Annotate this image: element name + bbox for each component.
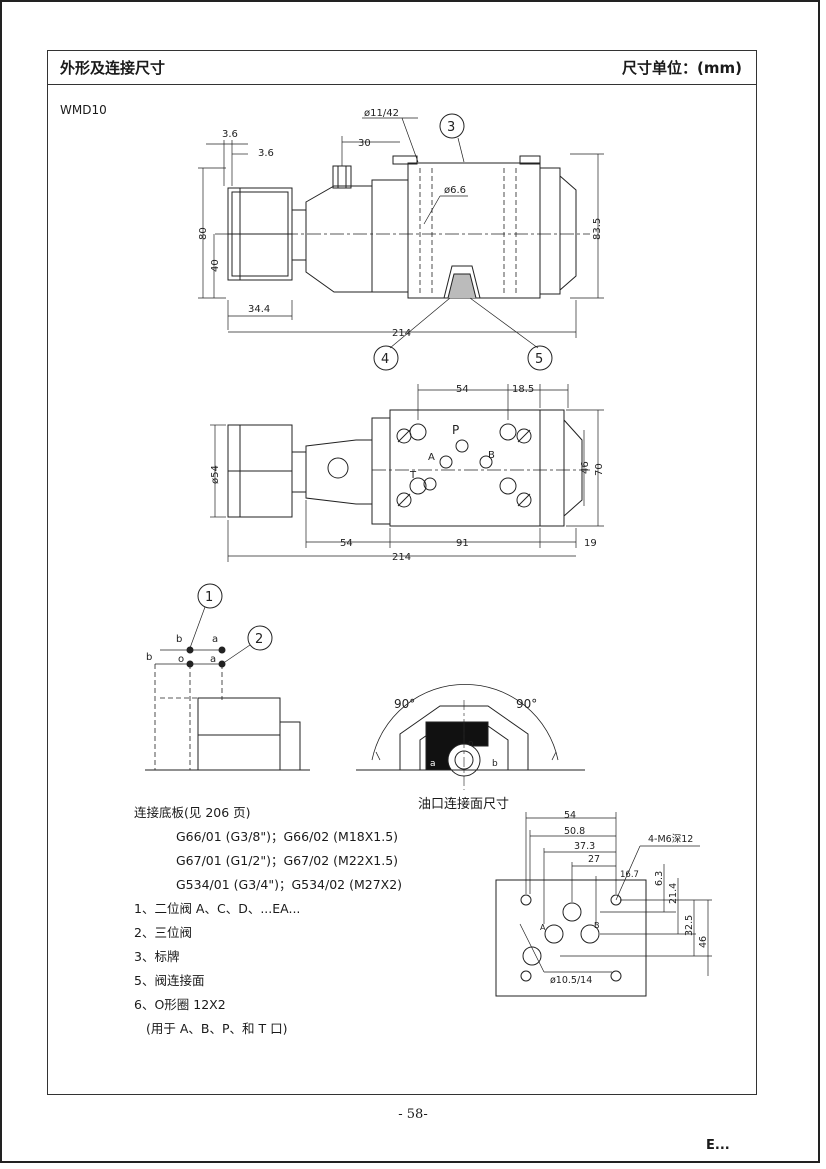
pf-port-a: A — [540, 923, 546, 932]
front-view: 3 4 5 3.6 3.6 ø11/42 30 ø6.6 80 40 83.5 … — [198, 108, 604, 371]
subplate-line-2: G67/01 (G1/2")；G67/02 (M22X1.5) — [176, 853, 399, 868]
dim-d11-42: ø11/42 — [364, 108, 399, 119]
dim-214-front: 214 — [392, 328, 411, 339]
dim-d6-6: ø6.6 — [444, 185, 466, 196]
callout-2: 2 — [255, 632, 263, 647]
subplate-title: 连接底板(见 206 页) — [134, 805, 251, 820]
notes-block: 连接底板(见 206 页) G66/01 (G3/8")；G66/02 (M18… — [134, 801, 402, 1041]
dim-54-bottom: 54 — [340, 538, 353, 549]
page-number: - 58- — [398, 1107, 428, 1122]
dim-19: 19 — [584, 538, 597, 549]
pf-dim-6-3: 6.3 — [654, 871, 665, 886]
callout-4: 4 — [381, 352, 389, 367]
dim-91: 91 — [456, 538, 469, 549]
port-face: 54 50.8 37.3 27 16.7 4-M6深12 6.3 21.4 32… — [495, 810, 712, 997]
dim-d54: ø54 — [210, 465, 221, 484]
port-b: B — [488, 450, 495, 461]
rot-label-a: a — [430, 759, 436, 769]
angle-right: 90° — [516, 697, 537, 711]
o-ring-note: (用于 A、B、P、和 T 口) — [146, 1021, 288, 1036]
pf-dim-50-8: 50.8 — [564, 826, 585, 837]
port-a: A — [428, 452, 435, 463]
dim-3-6-b: 3.6 — [258, 148, 274, 159]
footer-mark: E... — [706, 1138, 730, 1153]
callout-1: 1 — [205, 590, 213, 605]
model-label: WMD10 — [60, 103, 107, 117]
subplate-line-3: G534/01 (G3/4")；G534/02 (M27X2) — [176, 877, 403, 892]
port-face-caption: 油口连接面尺寸 — [418, 797, 510, 812]
top-view: 54 18.5 ø54 46 70 54 91 19 214 P A B T — [210, 384, 605, 563]
note-item-5: 5、阀连接面 — [134, 973, 205, 988]
label-o: o — [178, 654, 184, 665]
pf-dim-21-4: 21.4 — [668, 883, 679, 904]
note-item-1: 1、二位阀 A、C、D、...EA... — [134, 901, 301, 916]
pf-dim-46: 46 — [698, 936, 709, 948]
detail-view: 1 2 b a b o a — [145, 583, 310, 771]
subplate-line-1: G66/01 (G3/8")；G66/02 (M18X1.5) — [176, 829, 399, 844]
angle-left: 90° — [394, 697, 415, 711]
dim-30: 30 — [358, 138, 371, 149]
dim-18-5: 18.5 — [512, 384, 534, 395]
dim-46: 46 — [580, 461, 591, 474]
pf-dim-16-7: 16.7 — [620, 870, 639, 880]
dim-214-top: 214 — [392, 552, 411, 563]
dim-83-5: 83.5 — [592, 218, 603, 240]
rot-label-b: b — [492, 759, 498, 769]
dim-34-4: 34.4 — [248, 304, 270, 315]
section-title: 外形及连接尺寸 — [60, 59, 166, 77]
label-a-top: a — [212, 634, 218, 645]
dim-3-6-a: 3.6 — [222, 129, 238, 140]
port-p: P — [452, 423, 459, 437]
dim-40: 40 — [210, 259, 221, 272]
dim-54-top: 54 — [456, 384, 469, 395]
rotation-view: 90° 90° o a b — [356, 683, 585, 790]
note-item-2: 2、三位阀 — [134, 925, 192, 940]
header-bar: 外形及连接尺寸 尺寸单位：(mm) — [48, 51, 756, 85]
rot-label-o: o — [468, 739, 474, 749]
pf-dim-27: 27 — [588, 854, 600, 865]
pf-dim-d10-5: ø10.5/14 — [550, 975, 592, 986]
pf-port-b: B — [594, 921, 600, 930]
callout-3: 3 — [447, 120, 455, 135]
unit-label: 尺寸单位：(mm) — [622, 59, 742, 77]
label-b-left: b — [146, 652, 152, 663]
callout-5: 5 — [535, 352, 543, 367]
port-t: T — [409, 470, 417, 481]
pf-dim-37-3: 37.3 — [574, 841, 595, 852]
dim-80: 80 — [198, 227, 209, 240]
pf-dim-54: 54 — [564, 810, 576, 821]
note-item-6: 6、O形圈 12X2 — [134, 997, 226, 1012]
dim-70: 70 — [594, 463, 605, 476]
pf-dim-32-5: 32.5 — [684, 915, 695, 936]
content-frame: 外形及连接尺寸 尺寸单位：(mm) WMD10 油口连接面尺寸 连接底板(见 2… — [47, 50, 757, 1095]
note-item-3: 3、标牌 — [134, 949, 180, 964]
label-b-top: b — [176, 634, 182, 645]
pf-dim-thread: 4-M6深12 — [648, 834, 693, 845]
label-a-mid: a — [210, 654, 216, 665]
